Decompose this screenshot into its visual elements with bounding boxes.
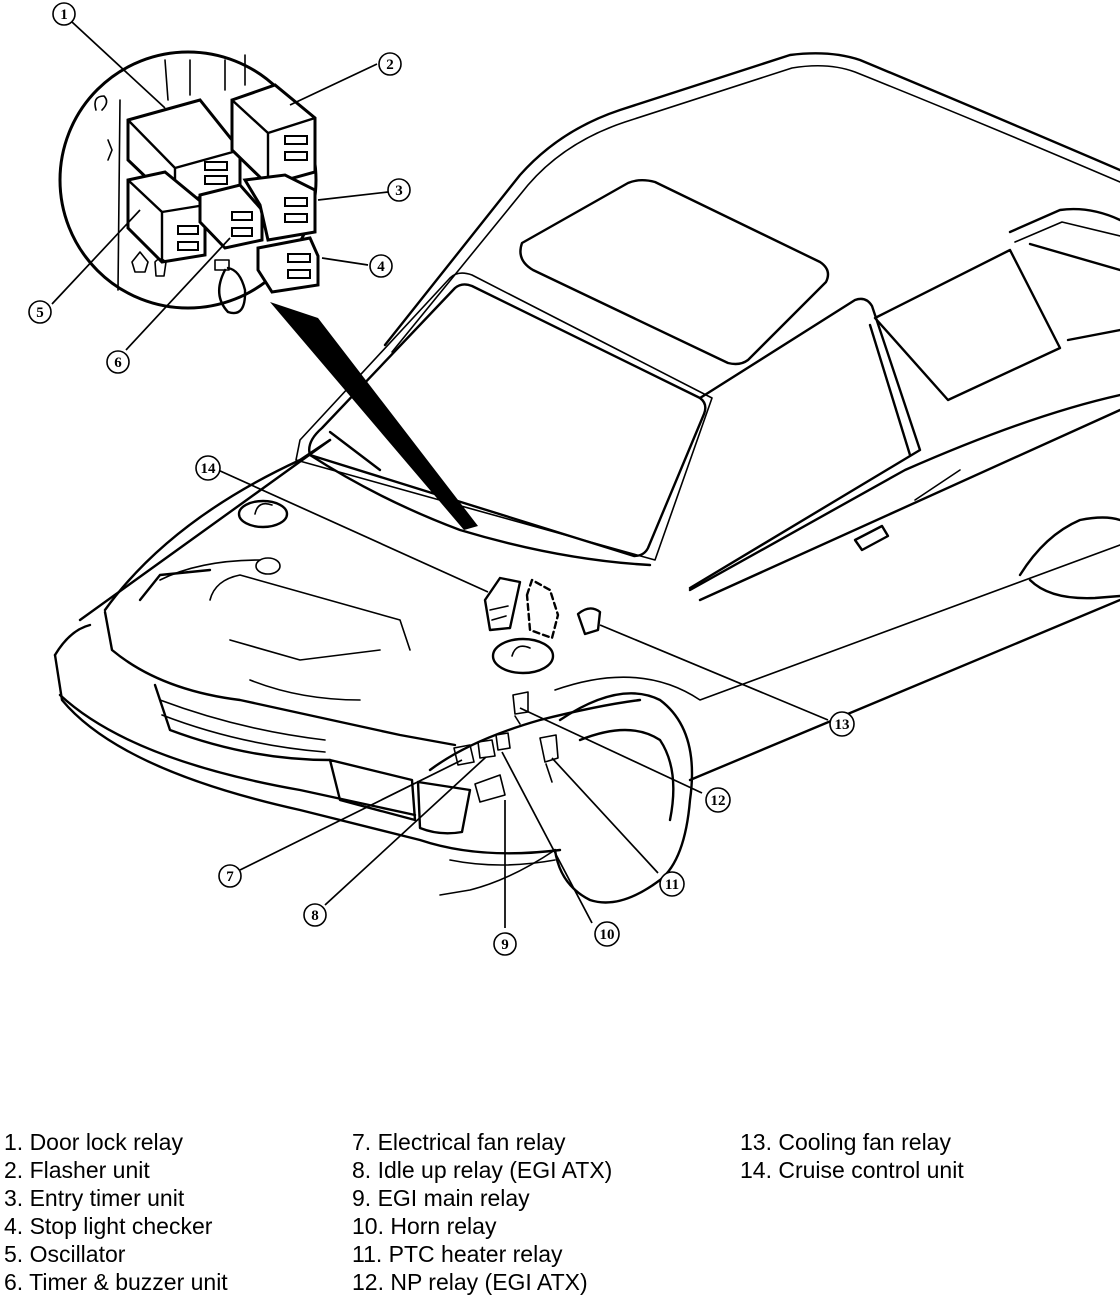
callout-5: 5 [28, 300, 52, 324]
legend-column-2: 7. Electrical fan relay 8. Idle up relay… [352, 1128, 612, 1296]
legend-item: 9. EGI main relay [352, 1185, 530, 1211]
legend-item: 11. PTC heater relay [352, 1241, 563, 1267]
callout-11-label: 11 [665, 877, 679, 893]
relay-5 [126, 170, 207, 264]
legend-item: 13. Cooling fan relay [740, 1129, 951, 1155]
callout-14-label: 14 [201, 461, 217, 477]
callout-7-label: 7 [226, 869, 234, 885]
legend-item: 1. Door lock relay [4, 1129, 183, 1155]
callout-4-label: 4 [377, 259, 385, 275]
callout-10-label: 10 [600, 927, 615, 943]
legend-column-1: 1. Door lock relay 2. Flasher unit 3. En… [4, 1128, 228, 1296]
callout-1: 1 [52, 2, 76, 26]
callout-12-label: 12 [711, 793, 726, 809]
legend-column-3: 13. Cooling fan relay 14. Cruise control… [740, 1128, 964, 1184]
callout-10: 10 [594, 921, 620, 947]
callout-4: 4 [369, 254, 393, 278]
legend-item: 3. Entry timer unit [4, 1185, 185, 1211]
legend-item: 12. NP relay (EGI ATX) [352, 1269, 588, 1295]
car-body [53, 52, 1120, 904]
callout-1-label: 1 [60, 7, 68, 23]
leader-lines [51, 21, 829, 928]
legend-item: 4. Stop light checker [4, 1213, 213, 1239]
relay-3 [242, 173, 317, 242]
inset-pointer [270, 302, 478, 530]
legend: 1. Door lock relay 2. Flasher unit 3. En… [0, 1128, 1120, 1308]
legend-item: 5. Oscillator [4, 1241, 126, 1267]
callout-2: 2 [378, 52, 402, 76]
callout-7: 7 [218, 864, 242, 888]
legend-item: 7. Electrical fan relay [352, 1129, 566, 1155]
callout-12: 12 [705, 787, 731, 813]
legend-item: 6. Timer & buzzer unit [4, 1269, 228, 1295]
legend-item: 14. Cruise control unit [740, 1157, 964, 1183]
legend-item: 10. Horn relay [352, 1213, 497, 1239]
callout-13: 13 [829, 711, 855, 737]
callout-14: 14 [195, 455, 221, 481]
callout-5-label: 5 [36, 305, 44, 321]
relay-6 [198, 183, 264, 250]
relay-box-inset [58, 50, 478, 530]
callout-2-label: 2 [386, 57, 394, 73]
relay-2 [230, 83, 317, 187]
relay-location-diagram: 1 2 3 4 5 6 7 8 9 10 11 12 [28, 2, 1120, 956]
callout-6: 6 [106, 350, 130, 374]
relay-4 [256, 236, 320, 294]
callout-3-label: 3 [395, 183, 403, 199]
callout-8: 8 [303, 903, 327, 927]
callout-11: 11 [659, 871, 685, 897]
callout-13-label: 13 [835, 717, 850, 733]
callout-6-label: 6 [114, 355, 122, 371]
callout-9-label: 9 [501, 937, 509, 953]
callout-3: 3 [387, 178, 411, 202]
legend-item: 8. Idle up relay (EGI ATX) [352, 1157, 613, 1183]
callout-8-label: 8 [311, 908, 319, 924]
callout-9: 9 [493, 932, 517, 956]
legend-item: 2. Flasher unit [4, 1157, 150, 1183]
